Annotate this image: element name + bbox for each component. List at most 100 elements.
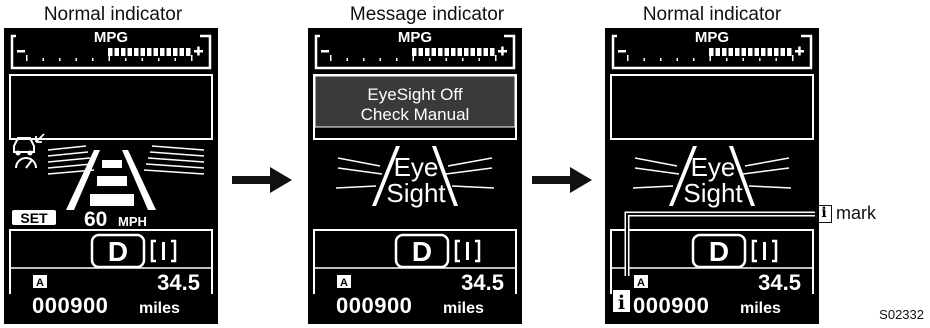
road-edge-left <box>372 146 400 206</box>
mpg-segment <box>715 48 720 56</box>
gear-box <box>691 233 747 269</box>
mpg-segment <box>767 48 772 56</box>
panel-1-title: Normal indicator <box>43 4 183 25</box>
trip-value: 34.5 <box>157 270 200 295</box>
mpg-tick <box>478 58 480 61</box>
message-line-1: EyeSight Off <box>367 85 462 104</box>
callout-label: mark <box>836 203 876 223</box>
mpg-segment <box>127 48 132 56</box>
road-stripe <box>90 194 134 206</box>
lane-line <box>337 157 381 167</box>
logo-eye-text: Eye <box>394 152 439 182</box>
mpg-segment <box>438 48 443 56</box>
odometer-unit: miles <box>740 300 781 317</box>
info-mark-icon <box>613 290 630 312</box>
lane-line <box>149 151 205 157</box>
trip-letter: A <box>637 277 645 289</box>
mpg-segment <box>464 48 469 56</box>
mpg-gauge: MPG <box>611 29 813 70</box>
lane-line <box>147 157 205 163</box>
mpg-segment <box>431 48 436 56</box>
mpg-segment <box>728 48 733 56</box>
mpg-segment <box>470 48 475 56</box>
mpg-tick <box>141 58 143 61</box>
odometer-unit: miles <box>443 300 484 317</box>
lane-line <box>634 167 680 175</box>
odometer-value: 000900 <box>336 293 412 318</box>
info-area-frame <box>9 74 213 140</box>
road-edge-left <box>66 150 100 210</box>
mpg-segment <box>153 48 158 56</box>
mpg-tick <box>792 55 794 61</box>
mpg-tick <box>158 58 160 61</box>
eyesight-logo: EyeSight <box>335 146 495 208</box>
mpg-tick <box>346 58 348 61</box>
panel-3-title: Normal indicator <box>642 4 782 25</box>
message-line-2: Check Manual <box>361 105 470 124</box>
mpg-segment <box>735 48 740 56</box>
plus-sign-icon <box>194 46 203 56</box>
manual-mode-icon <box>150 239 177 263</box>
mpg-tick <box>191 55 193 61</box>
mpg-segment <box>774 48 779 56</box>
mpg-segment <box>173 48 178 56</box>
mpg-segment <box>754 48 759 56</box>
mpg-tick <box>660 58 662 61</box>
road-stripe <box>102 160 122 168</box>
info-mark-char: i <box>618 292 625 314</box>
figure-code: S02332 <box>879 307 924 322</box>
gear-indicator: D <box>108 236 128 267</box>
lane-line <box>151 145 205 151</box>
mpg-tick <box>92 58 94 61</box>
mpg-segment <box>490 48 495 56</box>
mpg-gauge-frame <box>611 34 813 70</box>
mpg-tick <box>495 55 497 61</box>
callout-leader-line <box>624 211 815 276</box>
mpg-tick <box>429 58 431 61</box>
speedometer-needle <box>25 159 33 169</box>
right-arrow-icon <box>532 167 592 193</box>
mpg-tick <box>363 58 365 61</box>
lead-vehicle-icon <box>13 137 35 156</box>
mpg-segment <box>722 48 727 56</box>
mpg-tick <box>396 58 398 61</box>
mpg-segment <box>134 48 139 56</box>
mpg-tick <box>379 58 381 61</box>
mpg-segment <box>147 48 152 56</box>
mpg-tick <box>742 58 744 61</box>
mpg-tick <box>125 58 127 61</box>
mpg-segment <box>477 48 482 56</box>
mpg-gauge-frame <box>314 34 516 70</box>
mpg-tick <box>174 58 176 61</box>
plus-sign-icon <box>498 46 507 56</box>
mpg-segment <box>186 48 191 56</box>
speedometer-icon <box>15 157 37 169</box>
mpg-tick <box>709 55 711 61</box>
mpg-tick <box>75 58 77 61</box>
mpg-segment <box>114 48 119 56</box>
plus-sign-icon <box>795 46 804 56</box>
logo-sight-text: Sight <box>683 178 743 208</box>
mpg-tick <box>676 58 678 61</box>
right-arrow-icon <box>232 167 292 193</box>
lane-line <box>744 157 790 167</box>
lane-line <box>742 167 790 175</box>
trip-letter-badge <box>33 275 47 288</box>
lower-area-frame <box>313 229 517 294</box>
mpg-tick <box>42 58 44 61</box>
minus-sign-icon <box>17 50 25 53</box>
mpg-segment <box>761 48 766 56</box>
gear-box <box>90 233 146 269</box>
set-badge <box>12 210 56 225</box>
mpg-segment <box>444 48 449 56</box>
mpg-tick <box>627 55 629 61</box>
trip-letter: A <box>340 277 348 289</box>
mpg-segment <box>121 48 126 56</box>
road-edge-left <box>669 146 697 206</box>
lower-area-frame <box>610 229 814 294</box>
set-speed-value: 60 <box>84 208 107 231</box>
mpg-tick <box>330 55 332 61</box>
